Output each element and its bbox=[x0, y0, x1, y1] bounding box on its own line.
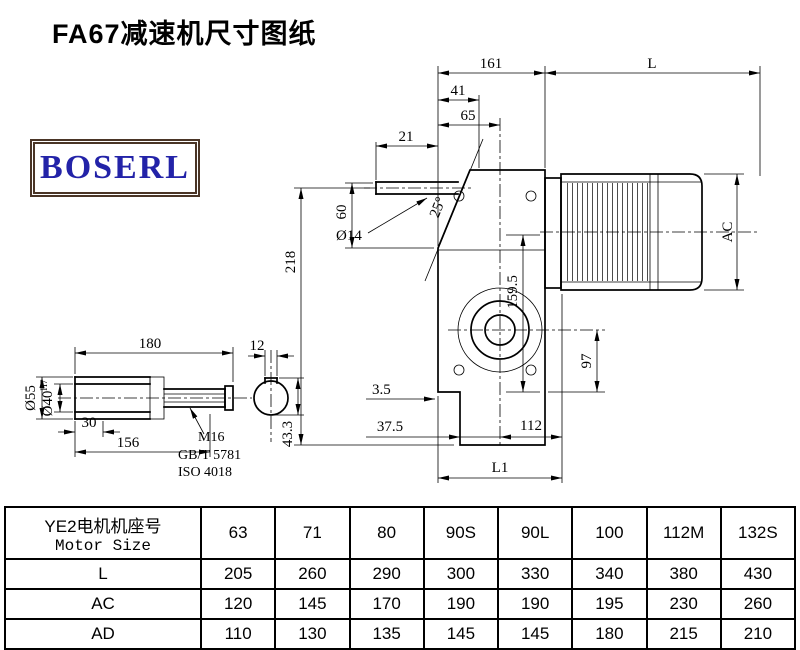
value-cell: 290 bbox=[348, 558, 425, 590]
input-shaft bbox=[364, 181, 472, 195]
motor-size-cell: 80 bbox=[348, 506, 425, 560]
dim-218-label: 218 bbox=[283, 251, 299, 274]
value-cell: 210 bbox=[719, 618, 797, 650]
value-cell: 180 bbox=[571, 618, 648, 650]
dim-159-5-label: 159.5 bbox=[505, 275, 521, 309]
motor-dimension-table: YE2电机机座号 Motor Size 63 71 80 90S 90L 100… bbox=[4, 506, 797, 650]
dim-12-label: 12 bbox=[250, 338, 265, 354]
dim-161-label: 161 bbox=[480, 56, 503, 72]
motor-size-cell: 112M bbox=[645, 506, 722, 560]
dim-L-label: L bbox=[647, 56, 656, 72]
motor-size-header-en: Motor Size bbox=[54, 536, 151, 555]
value-cell: 190 bbox=[422, 588, 500, 620]
table-row-AD: AD 110 130 135 145 145 180 215 210 bbox=[4, 618, 797, 650]
dimensions-main: 161 L 41 65 21 218 60 Ø14 25° 159.5 bbox=[283, 56, 761, 483]
dim-37-5-label: 37.5 bbox=[377, 419, 403, 435]
dim-97-label: 97 bbox=[579, 353, 595, 369]
value-cell: 195 bbox=[571, 588, 648, 620]
value-cell: 145 bbox=[496, 618, 574, 650]
dim-3-5-label: 3.5 bbox=[372, 382, 391, 398]
dim-dia14-label: Ø14 bbox=[336, 228, 362, 244]
value-cell: 300 bbox=[422, 558, 500, 590]
page-title: FA67减速机尺寸图纸 bbox=[52, 19, 317, 49]
label-iso-standard: ISO 4018 bbox=[178, 465, 232, 480]
dim-65-label: 65 bbox=[461, 108, 476, 124]
value-cell: 170 bbox=[348, 588, 425, 620]
row-label-cell: AD bbox=[4, 618, 202, 650]
motor-size-header-cn: YE2电机机座号 bbox=[44, 516, 162, 536]
value-cell: 190 bbox=[496, 588, 574, 620]
value-cell: 260 bbox=[719, 588, 797, 620]
dim-L1-label: L1 bbox=[492, 460, 509, 476]
value-cell: 340 bbox=[571, 558, 648, 590]
table-row-L: L 205 260 290 300 330 340 380 430 bbox=[4, 558, 797, 590]
value-cell: 145 bbox=[422, 618, 500, 650]
row-label-cell: L bbox=[4, 558, 202, 590]
motor-size-cell: 100 bbox=[571, 506, 648, 560]
dim-21-label: 21 bbox=[399, 129, 414, 145]
row-label-cell: AC bbox=[4, 588, 202, 620]
value-cell: 130 bbox=[274, 618, 351, 650]
table-row-AC: AC 120 145 170 190 190 195 230 260 bbox=[4, 588, 797, 620]
boserl-logo: BOSERL bbox=[30, 139, 200, 197]
gear-housing bbox=[437, 118, 605, 448]
value-cell: 135 bbox=[348, 618, 425, 650]
hollow-shaft-detail: 180 Ø55 Ø40H7 30 156 M16 GB/T 5781 ISO 4… bbox=[23, 336, 252, 480]
motor-size-cell: 63 bbox=[199, 506, 277, 560]
value-cell: 110 bbox=[199, 618, 277, 650]
dim-43-3-label: 43.3 bbox=[280, 421, 296, 447]
table-row-header: YE2电机机座号 Motor Size 63 71 80 90S 90L 100… bbox=[4, 506, 797, 560]
motor-size-cell: 71 bbox=[274, 506, 351, 560]
value-cell: 380 bbox=[645, 558, 722, 590]
dim-30-label: 30 bbox=[82, 415, 97, 431]
technical-drawing: 161 L 41 65 21 218 60 Ø14 25° 159.5 bbox=[23, 56, 761, 483]
dim-41-label: 41 bbox=[451, 83, 466, 99]
value-cell: 120 bbox=[199, 588, 277, 620]
value-cell: 260 bbox=[274, 558, 351, 590]
value-cell: 430 bbox=[719, 558, 797, 590]
motor-size-header-cell: YE2电机机座号 Motor Size bbox=[4, 506, 202, 560]
value-cell: 230 bbox=[645, 588, 722, 620]
motor bbox=[540, 173, 757, 291]
motor-size-cell: 90S bbox=[422, 506, 500, 560]
bore-section-detail: 12 43.3 bbox=[248, 338, 304, 447]
dim-60-label: 60 bbox=[334, 205, 350, 220]
motor-size-cell: 132S bbox=[719, 506, 797, 560]
dim-dia55-label: Ø55 bbox=[23, 385, 39, 411]
value-cell: 145 bbox=[274, 588, 351, 620]
dim-AC-label: AC bbox=[720, 222, 736, 243]
value-cell: 330 bbox=[496, 558, 574, 590]
value-cell: 215 bbox=[645, 618, 722, 650]
label-m16: M16 bbox=[198, 430, 224, 445]
boserl-logo-text: BOSERL bbox=[40, 149, 190, 186]
value-cell: 205 bbox=[199, 558, 277, 590]
label-gb-standard: GB/T 5781 bbox=[178, 448, 241, 463]
dim-112-label: 112 bbox=[520, 418, 542, 434]
dim-156-label: 156 bbox=[117, 435, 140, 451]
dim-25deg-label: 25° bbox=[427, 195, 450, 220]
dim-180-label: 180 bbox=[139, 336, 162, 352]
motor-size-cell: 90L bbox=[496, 506, 574, 560]
dim-dia40-label: Ø40H7 bbox=[39, 379, 56, 416]
